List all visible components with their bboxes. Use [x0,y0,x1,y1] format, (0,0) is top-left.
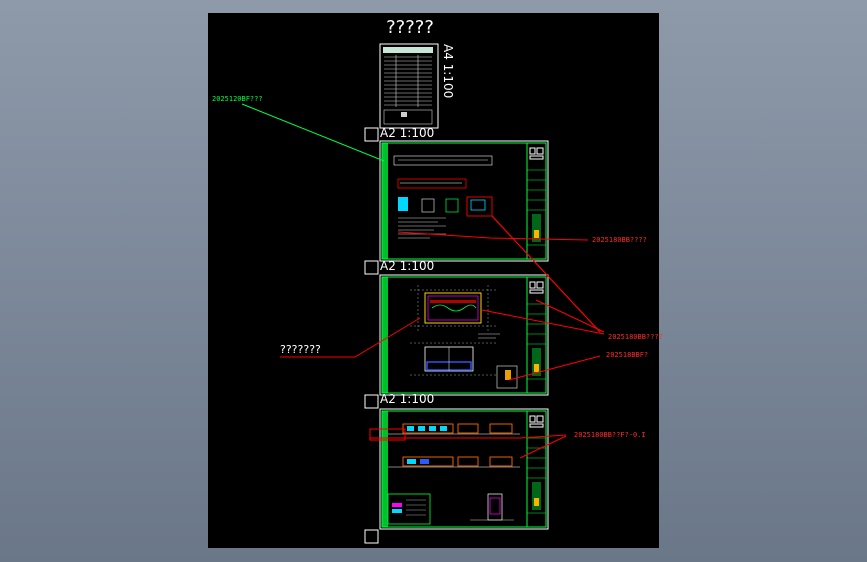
white-annotation[interactable]: ??????? [280,343,321,356]
drawing-title: ????? [386,17,434,38]
red-annotation-2[interactable]: 2025180BB???? [608,333,663,341]
sheet-a4[interactable]: A4 1:100 [379,43,455,129]
sheet-1-scale-label: A2 1:100 [380,126,434,140]
sheet-a2-3[interactable]: A2 1:100 [364,392,549,530]
sheet-2-scale-label: A2 1:100 [380,259,434,273]
sheet-a2-1[interactable]: A2 1:100 [364,126,549,262]
red-annotation-4[interactable]: 2025180BB??F?-0.I [574,431,646,439]
sheet-1-corner-marker [364,127,379,142]
sheet-end-corner-marker [364,529,379,544]
sheet-2-corner-marker [364,260,379,275]
red-annotation-3[interactable]: 202518BBF? [606,351,648,359]
red-callout-box [369,428,406,441]
red-leader-lines [280,215,605,459]
sheet-a2-2[interactable]: A2 1:100 [364,259,549,396]
green-leader-line [241,103,385,162]
sheet-3-scale-label: A2 1:100 [380,392,434,406]
sheet-a4-scale-label: A4 1:100 [441,44,455,98]
sheet-3-corner-marker [364,394,379,409]
green-annotation[interactable]: 2025120BF??? [212,95,263,103]
red-annotation-1[interactable]: 2025180BB???? [592,236,647,244]
